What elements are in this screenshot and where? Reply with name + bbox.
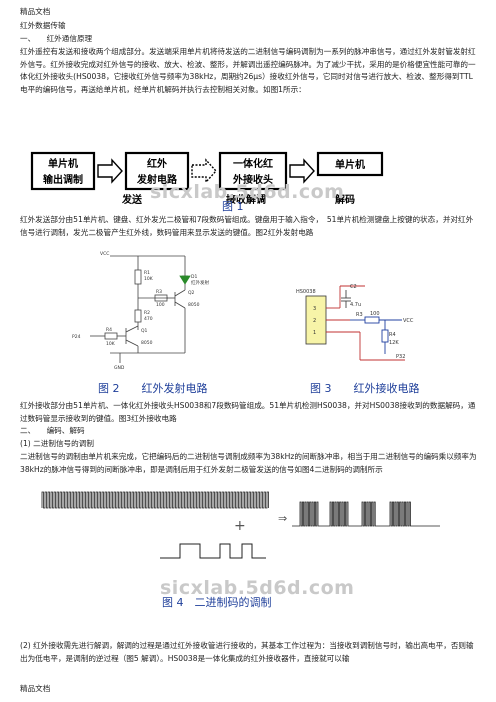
fig3-r3v: 100 [370, 311, 380, 317]
fig3-pin-1: 1 [313, 330, 316, 336]
doc-title: 红外数据传输 [20, 21, 66, 30]
fig2-r3v: 100 [156, 302, 165, 308]
fig2-vcc: VCC [100, 251, 109, 257]
paragraph-3: 红外接收部分由51单片机、一体化红外接收头HS0038和7段数码管组成。51单片… [20, 401, 476, 423]
fig2-q2: Q2 [188, 290, 195, 296]
fig2-r2v: 470 [144, 316, 153, 322]
block-ir-transmit: 红外 发射电路 [124, 151, 190, 191]
figure-4-caption: 图 4 二进制码的调制 [162, 596, 272, 609]
figure-2-caption: 图 2 红外发射电路 [98, 382, 208, 395]
block-ir-receiver: 一体化红 外接收头 [218, 151, 288, 191]
fig3-r4: R4 [389, 332, 396, 338]
fig2-ir: 红外发射 [191, 279, 209, 286]
block-2-line-1: 红外 [147, 157, 167, 170]
fig2-q2t: 8050 [188, 302, 200, 308]
arrow-1 [97, 158, 123, 184]
fig2-r3: R3 [156, 289, 162, 295]
fig2-q1t: 8050 [141, 340, 153, 346]
binary-code-waveform [160, 543, 266, 559]
fig2-p24: P24 [72, 334, 81, 340]
figure-1-block-diagram: 单片机 输出调制 红外 发射电路 一体化红 外接收头 单片机 发送 接收解调 解… [30, 151, 384, 206]
fig3-pin-2: 2 [313, 318, 316, 324]
page-footer: 精品文档 [20, 684, 51, 693]
block-mcu-decode: 单片机 [316, 151, 384, 177]
fig3-c2: C2 [350, 284, 357, 290]
fig3-vcc: VCC [403, 318, 414, 324]
paragraph-4: 二进制信号的调制由单片机来完成，它把编码后的二进制信号调制成频率为38kHz的间… [20, 452, 477, 474]
paragraph-5: (2) 红外接收需先进行解调，解调的过程是通过红外接收管进行接收的，其基本工作过… [20, 641, 474, 663]
paragraph-1: 红外遥控有发送和接收两个组成部分。发送端采用单片机将待发送的二进制信号编码调制为… [20, 47, 476, 94]
block-3-line-2: 外接收头 [232, 173, 273, 186]
fig2-gnd: GND [114, 365, 125, 371]
fig2-r4v: 10K [106, 341, 116, 347]
block-2-line-2: 发射电路 [136, 173, 178, 186]
fig2-q1: Q1 [141, 328, 148, 334]
block-1-line-1: 单片机 [48, 157, 78, 170]
fig3-r4v: 12K [389, 340, 399, 346]
arrow-right: ⇒ [278, 512, 287, 525]
fig2-d1: D1 [191, 274, 197, 280]
fig3-pin-3: 3 [313, 306, 316, 312]
fig2-r4: R4 [106, 327, 112, 333]
section-heading-2: 二、 编码、解码 [20, 426, 85, 435]
watermark-1: sicxlab.5d6d.com [150, 181, 345, 203]
fig3-c2v: 4.7u [350, 302, 361, 308]
figure-3-caption: 图 3 红外接收电路 [310, 382, 420, 395]
carrier-pulse-train [41, 491, 269, 509]
plus-sign: + [234, 518, 246, 534]
paragraph-2: 红外发送部分由51单片机、键盘、红外发光二极管和7段数码管组成。键盘用于输入指令… [20, 215, 474, 237]
arrow-3 [289, 158, 315, 184]
fig2-r1: R1 [144, 270, 150, 276]
label-receive-demod: 接收解调 [226, 193, 266, 206]
figure-4-modulation: + ⇒ [41, 491, 440, 559]
figure-2-transmit-circuit: VCC R1 10K R2 470 D1 红外发射 R3 100 Q2 8050… [72, 251, 209, 371]
modulated-output [292, 501, 440, 527]
label-decode: 解码 [335, 193, 355, 206]
fig3-ic: HS0038 [296, 289, 316, 295]
arrow-2 [191, 158, 217, 184]
watermark-2: sicxlab.5d6d.com [160, 577, 355, 599]
block-1-line-2: 输出调制 [43, 173, 83, 186]
fig3-r3: R3 [356, 312, 363, 318]
section-heading-1: 一、 红外通信原理 [20, 34, 93, 43]
block-3-line-1: 一体化红 [233, 157, 273, 170]
figure-3-receive-circuit: HS0038 3 2 1 C2 4.7u R3 100 VCC R4 12K P… [296, 284, 414, 361]
block-4-line-1: 单片机 [335, 158, 365, 171]
fig2-r2: R2 [144, 310, 150, 316]
block-mcu-modulate: 单片机 输出调制 [30, 151, 96, 191]
fig2-r1v: 10K [144, 276, 154, 282]
subsection-heading-1: (1) 二进制信号的调制 [20, 439, 94, 448]
label-send: 发送 [121, 193, 143, 206]
figure-1-caption: 图 1 [222, 200, 244, 213]
page-header: 精品文档 [20, 7, 51, 16]
fig3-p32: P32 [396, 354, 405, 360]
